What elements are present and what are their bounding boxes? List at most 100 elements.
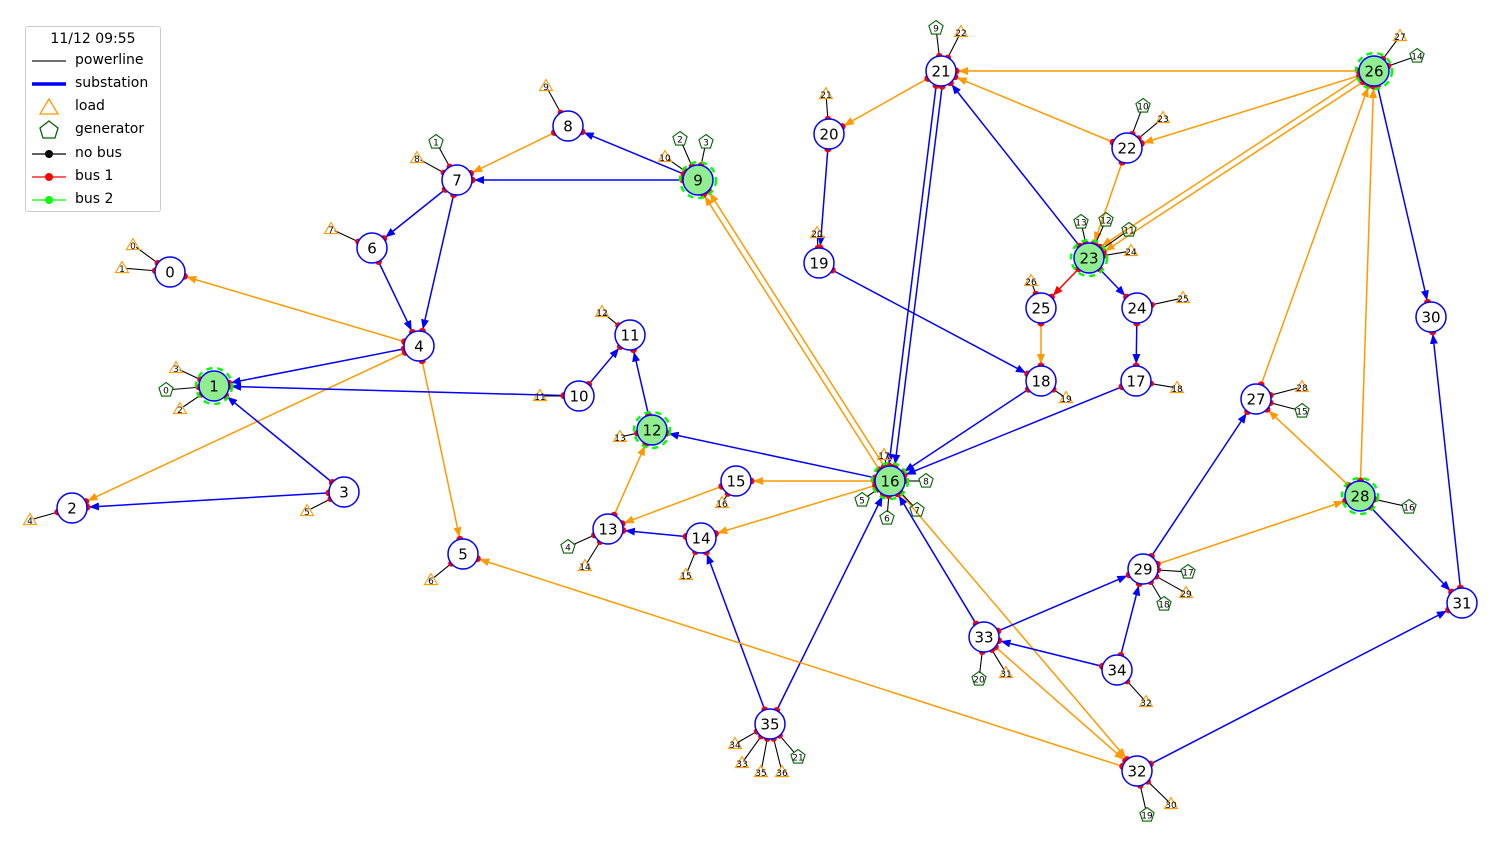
substation-circle[interactable]	[403, 330, 435, 362]
load-18: 18	[1147, 380, 1185, 395]
substation-circle[interactable]	[1358, 55, 1390, 87]
load-label: 24	[1125, 248, 1137, 258]
substation-circle[interactable]	[1121, 755, 1153, 787]
substation-24[interactable]: 24	[1121, 292, 1153, 324]
substation-16[interactable]: 16	[870, 461, 910, 501]
powerline-10-11	[589, 348, 620, 384]
substation-circle[interactable]	[925, 55, 957, 87]
load-triangle-icon	[1138, 694, 1154, 708]
substation-26[interactable]: 26	[1354, 51, 1394, 91]
substation-11[interactable]: 11	[614, 319, 646, 351]
substation-29[interactable]: 29	[1127, 553, 1159, 585]
substation-circle[interactable]	[720, 465, 752, 497]
substation-circle[interactable]	[1101, 654, 1133, 686]
load-triangle-icon	[1123, 243, 1139, 257]
substation-circle[interactable]	[968, 621, 1000, 653]
substation-12[interactable]: 12	[632, 410, 672, 450]
substation-35[interactable]: 35	[754, 708, 786, 740]
substation-0[interactable]: 0	[154, 256, 186, 288]
load-label: 19	[1060, 395, 1072, 405]
substation-18[interactable]: 18	[1025, 365, 1057, 397]
substation-circle[interactable]	[592, 513, 624, 545]
substation-circle[interactable]	[1127, 553, 1159, 585]
substation-label: 20	[819, 126, 838, 144]
powerline-29-28	[1158, 500, 1344, 565]
substation-circle[interactable]	[1240, 383, 1272, 415]
substation-27[interactable]: 27	[1240, 383, 1272, 415]
powerline-33-16	[898, 495, 976, 623]
load-triangle-icon	[678, 567, 694, 581]
substation-circle[interactable]	[682, 164, 714, 196]
substation-13[interactable]: 13	[592, 513, 624, 545]
substation-circle[interactable]	[1025, 292, 1057, 324]
load-22: 22	[944, 24, 969, 61]
substation-33[interactable]: 33	[968, 621, 1000, 653]
substation-4[interactable]: 4	[403, 330, 435, 362]
substation-6[interactable]: 6	[356, 232, 388, 264]
substation-circle[interactable]	[1446, 587, 1478, 619]
substation-circle[interactable]	[1120, 365, 1152, 397]
substation-circle[interactable]	[874, 465, 906, 497]
bus-2-ring	[1069, 238, 1109, 278]
load-27: 27	[1379, 28, 1408, 63]
generator-pentagon-icon	[918, 472, 934, 488]
powerline-3-1	[227, 396, 332, 482]
substation-circle[interactable]	[636, 414, 668, 446]
substation-8[interactable]: 8	[552, 110, 584, 142]
substation-circle[interactable]	[1073, 242, 1105, 274]
substation-circle[interactable]	[803, 247, 835, 279]
generator-label: 0	[163, 387, 169, 397]
substation-circle[interactable]	[1025, 365, 1057, 397]
substation-32[interactable]: 32	[1121, 755, 1153, 787]
generator-pentagon-icon	[1135, 97, 1151, 113]
substation-circle[interactable]	[356, 232, 388, 264]
load-triangle-icon	[734, 755, 750, 769]
substation-circle[interactable]	[1111, 132, 1143, 164]
substation-circle[interactable]	[754, 708, 786, 740]
substation-7[interactable]: 7	[441, 164, 473, 196]
substation-circle[interactable]	[441, 164, 473, 196]
substation-23[interactable]: 23	[1069, 238, 1109, 278]
substation-circle[interactable]	[1121, 292, 1153, 324]
substation-5[interactable]: 5	[447, 538, 479, 570]
substation-circle[interactable]	[447, 538, 479, 570]
substation-circle[interactable]	[685, 522, 717, 554]
bus-2-dot-icon	[32, 196, 66, 204]
substation-circle[interactable]	[813, 118, 845, 150]
substation-31[interactable]: 31	[1446, 587, 1478, 619]
substation-circle[interactable]	[154, 256, 186, 288]
load-label: 22	[955, 29, 966, 39]
substation-circle[interactable]	[56, 492, 88, 524]
substation-3[interactable]: 3	[328, 476, 360, 508]
substation-circle[interactable]	[328, 476, 360, 508]
substation-circle[interactable]	[1415, 301, 1447, 333]
substation-circle[interactable]	[552, 110, 584, 142]
substation-label: 23	[1079, 250, 1098, 268]
substation-circle[interactable]	[563, 380, 595, 412]
generator-label: 2	[677, 136, 683, 146]
powerline-31-30	[1429, 333, 1461, 587]
substation-1[interactable]: 1	[194, 366, 234, 406]
substation-17[interactable]: 17	[1120, 365, 1152, 397]
substation-28[interactable]: 28	[1340, 476, 1380, 516]
substation-15[interactable]: 15	[720, 465, 752, 497]
substation-22[interactable]: 22	[1111, 132, 1143, 164]
generator-label: 11	[1123, 227, 1134, 237]
substation-25[interactable]: 25	[1025, 292, 1057, 324]
substation-30[interactable]: 30	[1415, 301, 1447, 333]
substation-34[interactable]: 34	[1101, 654, 1133, 686]
substation-label: 10	[569, 388, 588, 406]
substation-21[interactable]: 21	[925, 55, 957, 87]
substation-10[interactable]: 10	[563, 380, 595, 412]
substation-circle[interactable]	[614, 319, 646, 351]
substation-9[interactable]: 9	[678, 160, 718, 200]
generator-pentagon-icon	[971, 670, 987, 686]
substation-20[interactable]: 20	[813, 118, 845, 150]
substation-2[interactable]: 2	[56, 492, 88, 524]
substation-circle[interactable]	[1344, 480, 1376, 512]
substation-circle[interactable]	[198, 370, 230, 402]
powerline-21-16	[892, 88, 943, 465]
substation-14[interactable]: 14	[685, 522, 717, 554]
substation-19[interactable]: 19	[803, 247, 835, 279]
